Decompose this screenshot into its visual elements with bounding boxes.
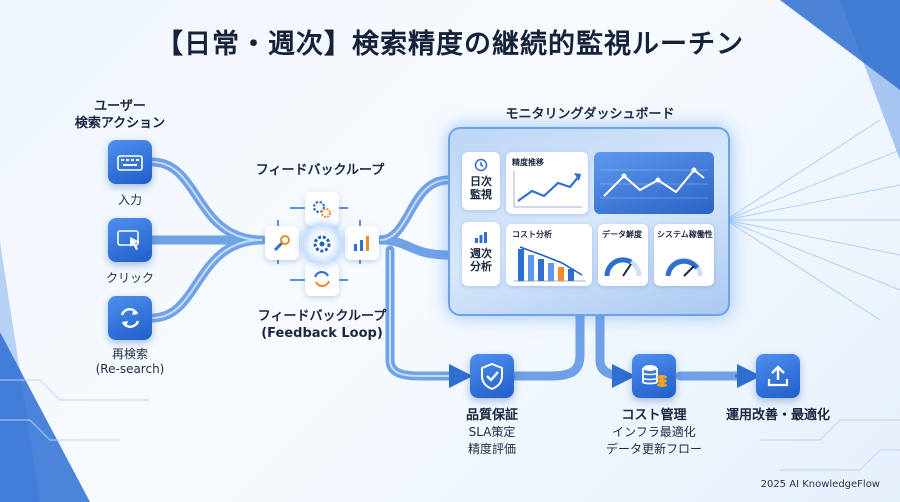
cost-analysis-label: コスト分析 (512, 230, 552, 239)
click-label: クリック (105, 271, 154, 285)
accuracy-trend-chart (513, 171, 582, 208)
sync-node (305, 262, 339, 296)
research-node (108, 296, 152, 340)
click-node (108, 218, 152, 262)
cost-analysis-chart (514, 246, 586, 282)
cost-sub: インフラ最適化 データ更新フロー (605, 425, 702, 456)
sync-icon (313, 270, 331, 288)
wrench-node (265, 226, 299, 260)
shield-check-icon (481, 362, 503, 390)
flow-dashboard-down (505, 307, 585, 381)
quality-title: 品質保証 (465, 408, 518, 423)
daily-tab-label: 日次 監視 (470, 175, 492, 201)
footer-credit: 2025 AI KnowledgeFlow (760, 479, 880, 490)
page-title: 【日常・週次】検索精度の継続的監視ルーチン (156, 29, 744, 60)
input-node (108, 140, 152, 184)
database-coins-icon (642, 365, 667, 387)
bar-chart-icon (354, 236, 369, 251)
research-label: 再検索 (Re-search) (95, 347, 165, 376)
gear-node (305, 192, 339, 226)
refresh-icon (120, 308, 140, 328)
system-stability-panel[interactable]: システム稼働性 (654, 224, 714, 286)
center-gear-icon (313, 235, 331, 253)
data-freshness-gauge-icon (604, 257, 642, 277)
flow-loop-to-dashboard-bottom (375, 235, 453, 260)
wrench-icon (273, 235, 290, 252)
accuracy-trend-panel[interactable]: 精度推移 (506, 152, 588, 214)
data-freshness-panel[interactable]: データ鮮度 (598, 224, 648, 286)
quality-node (470, 354, 514, 398)
flow-dashboard-to-cost (595, 307, 630, 381)
corner-decoration-top-right-dark (780, 0, 900, 90)
clock-icon (474, 158, 488, 172)
ops-title: 運用改善・最適化 (725, 408, 830, 423)
quality-sub: SLA策定 精度評価 (467, 425, 516, 456)
upload-icon (767, 365, 789, 387)
ops-node (756, 354, 800, 398)
cost-node (632, 354, 676, 398)
chart-node (345, 226, 379, 260)
cursor-click-icon (117, 230, 140, 250)
trend-overview-chart (600, 167, 708, 199)
keyboard-icon (117, 155, 143, 171)
daily-tab[interactable]: 日次 監視 (462, 152, 500, 210)
accuracy-trend-label: 精度推移 (512, 158, 544, 167)
weekly-tab-label: 週次 分析 (470, 247, 492, 273)
cost-analysis-panel[interactable]: コスト分析 (506, 224, 592, 286)
input-label: 入力 (117, 193, 142, 207)
loop-center-node (302, 224, 342, 264)
flow-loop-to-dashboard-top (375, 175, 453, 245)
cost-title: コスト管理 (621, 408, 687, 423)
data-freshness-label: データ鮮度 (602, 230, 642, 239)
gears-icon (312, 200, 331, 218)
feedback-loop-label-top: フィードバックループ (255, 163, 385, 178)
trend-overview-panel[interactable] (594, 152, 714, 214)
dashboard-heading: モニタリングダッシュボード (505, 107, 675, 122)
corner-decoration-bottom-left-dark (0, 332, 90, 502)
user-action-heading: ユーザー 検索アクション (74, 99, 166, 131)
system-stability-label: システム稼働性 (657, 230, 713, 239)
weekly-bar-icon (475, 232, 487, 243)
feedback-loop-label-bottom: フィードバックループ (Feedback Loop) (257, 309, 387, 341)
weekly-tab[interactable]: 週次 分析 (462, 222, 500, 286)
system-stability-gauge-icon (665, 257, 703, 277)
